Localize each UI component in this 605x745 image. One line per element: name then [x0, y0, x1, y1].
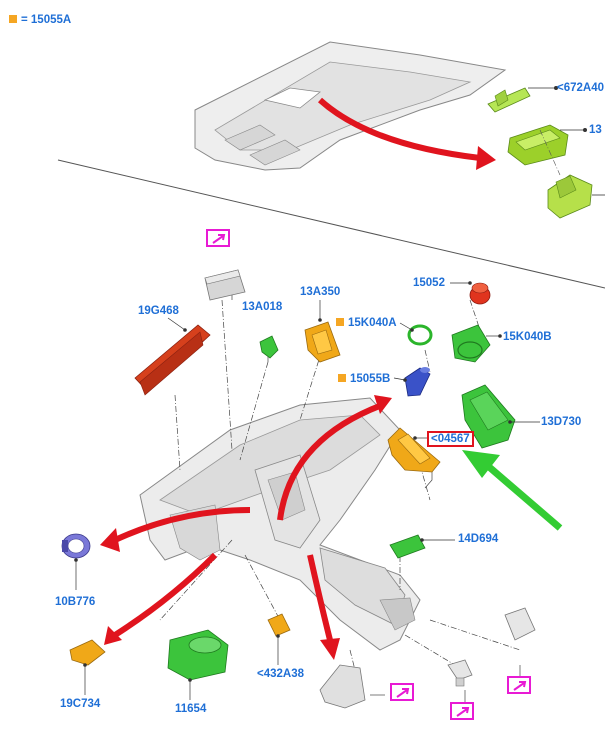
part-13D730[interactable] — [461, 384, 516, 449]
label-11654[interactable]: 11654 — [175, 703, 207, 715]
link-marker-bottom-left[interactable] — [390, 683, 414, 701]
module-grey-top-part[interactable] — [204, 269, 246, 301]
legend-swatch-15055B — [338, 374, 346, 382]
label-672A40[interactable]: <672A40 — [557, 82, 604, 94]
label-15055B-text: 15055B — [350, 373, 391, 385]
label-432A38[interactable]: <432A38 — [257, 668, 304, 680]
overhead-bracket-part[interactable] — [487, 87, 531, 113]
link-marker-bottom-middle[interactable] — [450, 702, 474, 720]
instrument-panel-part[interactable] — [139, 397, 421, 651]
arrow-up-right-icon — [212, 234, 226, 244]
label-15K040B[interactable]: 15K040B — [503, 331, 552, 343]
part-11654[interactable] — [167, 629, 229, 681]
red-arrow-headliner — [317, 97, 481, 161]
part-04567[interactable] — [387, 427, 441, 473]
part-15055B[interactable] — [404, 367, 431, 397]
divider-line-top — [57, 159, 605, 289]
link-marker-top[interactable] — [206, 229, 230, 247]
part-19C734[interactable] — [69, 639, 106, 666]
arrow-up-right-icon — [396, 688, 410, 698]
overhead-lamp-part[interactable] — [547, 174, 593, 219]
label-14D694[interactable]: 14D694 — [458, 533, 499, 545]
part-grey-switch-bottom[interactable] — [504, 607, 536, 641]
part-15K040B[interactable] — [451, 324, 491, 363]
label-13A018[interactable]: 13A018 — [242, 301, 283, 313]
label-13[interactable]: 13 — [589, 124, 602, 136]
part-13A350[interactable] — [304, 321, 341, 363]
arrow-up-right-icon — [456, 707, 470, 717]
part-14D694[interactable] — [389, 534, 426, 559]
part-15052[interactable] — [469, 282, 491, 305]
label-19G468[interactable]: 19G468 — [138, 305, 179, 317]
part-432A38[interactable] — [267, 613, 291, 637]
legend: = 15055A — [9, 14, 71, 26]
legend-swatch — [9, 15, 17, 23]
headliner-part[interactable] — [194, 41, 507, 171]
arrow-up-right-icon — [513, 681, 527, 691]
label-04567[interactable]: <04567 — [427, 431, 474, 447]
label-13A350[interactable]: 13A350 — [300, 286, 341, 298]
part-13A018[interactable] — [259, 335, 279, 359]
red-arrows — [100, 395, 392, 660]
label-15055B[interactable]: 15055B — [338, 373, 390, 386]
legend-swatch-15K040A — [336, 318, 344, 326]
label-15K040A-text: 15K040A — [348, 317, 397, 329]
legend-text: = 15055A — [21, 14, 72, 26]
label-10B776[interactable]: 10B776 — [55, 596, 96, 608]
part-10B776[interactable] — [61, 533, 91, 559]
part-15K040A[interactable] — [407, 324, 433, 346]
label-19C734[interactable]: 19C734 — [60, 698, 101, 710]
part-grey-plug-bottom[interactable] — [447, 659, 473, 687]
part-grey-bracket-bottom[interactable] — [319, 664, 366, 709]
link-marker-bottom-right[interactable] — [507, 676, 531, 694]
overhead-console-part[interactable] — [507, 124, 569, 166]
trim-panel-19G468-part[interactable] — [134, 324, 211, 396]
green-arrow — [462, 450, 563, 531]
label-13D730[interactable]: 13D730 — [541, 416, 582, 428]
label-15K040A[interactable]: 15K040A — [336, 317, 397, 330]
red-arrow-head-headliner — [476, 146, 496, 170]
label-15052[interactable]: 15052 — [413, 277, 445, 289]
